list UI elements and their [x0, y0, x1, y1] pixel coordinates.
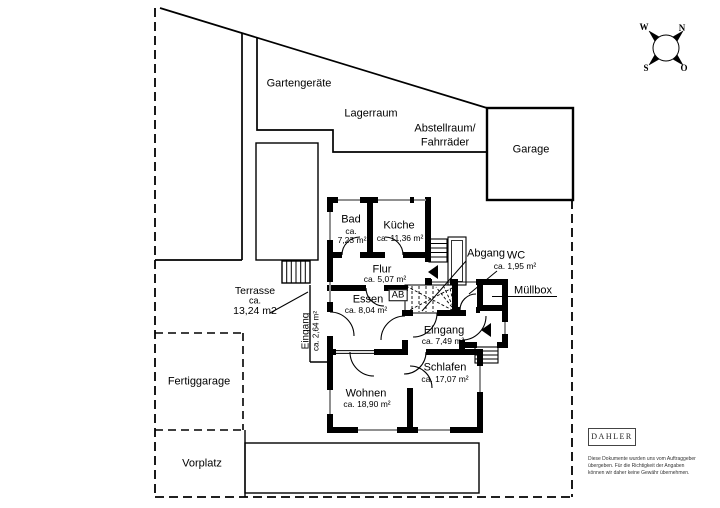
- room-area-essen: ca. 8,04 m²: [344, 304, 388, 315]
- entrance-arrows: [428, 265, 491, 337]
- leader-lines: [269, 260, 557, 314]
- compass-west: W: [639, 22, 649, 32]
- compass-rose: [648, 30, 684, 66]
- west-porch-outline: [309, 285, 327, 363]
- room-label-bad: Bad: [341, 213, 361, 226]
- room-label-wc: WC: [506, 249, 526, 262]
- room-area-eingang-west: ca. 2,64 m²: [311, 310, 321, 352]
- room-area-terrasse: 13,24 m2: [233, 304, 277, 317]
- disclaimer-line-1: Diese Dokumente wurden uns vom Auftragge…: [588, 456, 696, 462]
- label-lagerraum: Lagerraum: [344, 107, 398, 120]
- label-abstellraum-line2: Fahrräder: [420, 136, 470, 149]
- room-area-flur: ca. 5,07 m²: [363, 273, 407, 284]
- outbuildings-outline: [155, 7, 488, 261]
- door-arcs: [329, 236, 487, 389]
- wc-leader: [468, 270, 498, 295]
- room-label-schlafen: Schlafen: [423, 361, 467, 374]
- room-area-eingang-ost: ca. 7,49 m²: [421, 335, 465, 346]
- room-area-schlafen: ca. 17,07 m²: [421, 373, 469, 384]
- southeast-entrance-steps: [474, 346, 499, 364]
- forecourt-outline: [244, 442, 480, 494]
- entrance-arrow-north: [428, 265, 438, 279]
- room-label-eingang-west: Eingang ca. 2,64 m²: [300, 310, 321, 352]
- north-boundary-diagonal: [159, 7, 488, 109]
- compass-east: O: [680, 63, 688, 73]
- room-label-essen: Essen: [352, 293, 384, 306]
- property-boundary: [154, 8, 573, 498]
- room-label-wohnen: Wohnen: [345, 387, 387, 400]
- fertiggarage-dashed: [155, 332, 244, 431]
- terrasse-leader: [269, 291, 309, 314]
- interior-stair: [404, 284, 458, 314]
- room-label-kueche: Küche: [383, 219, 415, 232]
- dahler-logo: DAHLER: [588, 428, 636, 446]
- windows: [329, 199, 506, 431]
- garden-wall: [155, 33, 243, 261]
- entrance-arrow-east: [481, 323, 491, 337]
- label-abgang: Abgang: [467, 247, 505, 260]
- abgang-leader: [421, 260, 467, 312]
- room-label-eingang-west-name: Eingang: [300, 312, 312, 350]
- room-area-kueche: ca. 11,36 m²: [376, 232, 424, 243]
- garage-outline: [485, 106, 575, 202]
- room-area-wc: ca. 1,95 m²: [493, 260, 537, 271]
- wide-opening-essen-wohnen: [336, 350, 374, 354]
- label-ab-marker: AB: [388, 289, 408, 301]
- terrace-outline: [255, 142, 327, 363]
- disclaimer-line-3: können wir daher keine Gewähr übernehmen…: [588, 469, 690, 476]
- storage-building-walls: [256, 37, 487, 153]
- room-ca-bad: ca.: [345, 225, 357, 236]
- house-walls: [327, 197, 508, 433]
- northeast-stair: [428, 236, 467, 286]
- compass-north: N: [678, 23, 686, 33]
- disclaimer-text: Diese Dokumente wurden uns vom Auftragge…: [588, 456, 706, 476]
- room-area-wohnen: ca. 18,90 m²: [343, 398, 391, 409]
- room-label-eingang-ost: Eingang: [423, 324, 465, 337]
- label-fertiggarage: Fertiggarage: [167, 375, 231, 388]
- terrace-step-treads: [286, 261, 306, 283]
- label-vorplatz: Vorplatz: [182, 457, 222, 470]
- room-ca-terrasse: ca.: [248, 295, 262, 306]
- fertiggarage-vorplatz: [155, 332, 480, 497]
- room-label-terrasse: Terrasse: [234, 284, 276, 297]
- disclaimer-line-2: übergeben. Für die Richtigkeit der Angab…: [588, 462, 685, 469]
- room-label-flur: Flur: [372, 263, 392, 276]
- compass-south: S: [643, 63, 649, 73]
- label-muellbox: Müllbox: [514, 284, 552, 297]
- label-garage: Garage: [512, 143, 550, 156]
- label-gartengeraete: Gartengeräte: [266, 77, 332, 90]
- label-abstellraum-line1: Abstellraum/: [414, 122, 476, 135]
- room-area-bad: 7,23 m²: [337, 234, 367, 245]
